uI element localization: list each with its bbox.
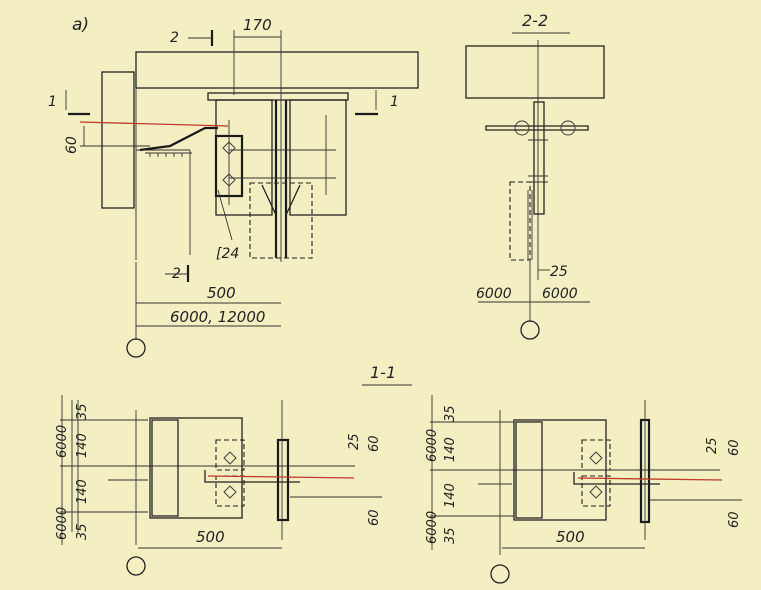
channel-label: [24 <box>216 246 239 262</box>
dim-140-bot-l: 140 <box>75 479 90 504</box>
dim-140-top-l: 140 <box>75 433 90 458</box>
dim-35-top-r: 35 <box>443 405 458 422</box>
dim-60: 60 <box>64 136 80 154</box>
axis-marker-1-1-left <box>126 556 146 576</box>
dim-60-bot-l: 60 <box>367 509 382 526</box>
section-2-2-title: 2-2 <box>522 11 548 30</box>
dim-60-top-r: 60 <box>727 439 742 456</box>
dim-35-bot-l: 35 <box>75 523 90 540</box>
dim-60-top-l: 60 <box>367 435 382 452</box>
dim-140-top-r: 140 <box>443 437 458 462</box>
axis-marker-1-1-right <box>490 564 510 584</box>
dim-35-bot-r: 35 <box>443 527 458 544</box>
axis-marker <box>126 338 146 358</box>
section-2-2: 2-2 25 6000 6000 <box>465 11 605 340</box>
cut-2-top: 2 <box>170 30 179 46</box>
dim-140-bot-r: 140 <box>443 483 458 508</box>
dim-25-r: 25 <box>705 437 720 454</box>
dim-6000-top-l: 6000 <box>55 425 70 458</box>
panel-label: а) <box>72 15 89 35</box>
dim-25: 25 <box>550 264 568 280</box>
cut-2-bottom: 2 <box>172 266 181 282</box>
plan-1-1-left: 35 140 140 35 6000 6000 500 25 60 60 <box>55 395 382 576</box>
right-plate <box>289 99 347 216</box>
dim-6000-bot-r: 6000 <box>425 511 440 544</box>
support-bracket <box>139 126 218 152</box>
dim-170: 170 <box>243 16 272 34</box>
left-column <box>101 71 135 209</box>
left-plate <box>215 99 273 216</box>
dim-60-bot-r: 60 <box>727 511 742 528</box>
roof-slab <box>135 51 419 89</box>
beam-flange <box>207 92 349 101</box>
dim-6000-12000: 6000, 12000 <box>170 308 265 326</box>
plate-l <box>149 417 243 519</box>
dim-6000-left: 6000 <box>476 286 512 302</box>
dim-500-r: 500 <box>556 528 585 546</box>
cut-1-left: 1 <box>48 94 57 110</box>
dim-35-top-l: 35 <box>75 403 90 420</box>
slab-2-2 <box>465 45 605 99</box>
dim-25-l: 25 <box>347 433 362 450</box>
view-a-elevation: а) 2 <box>48 15 419 358</box>
dim-6000-bot-l: 6000 <box>55 507 70 540</box>
cut-1-right: 1 <box>390 94 399 110</box>
dim-6000-right: 6000 <box>542 286 578 302</box>
dim-6000-top-r: 6000 <box>425 429 440 462</box>
axis-marker-2-2 <box>520 320 540 340</box>
dim-500-l: 500 <box>196 528 225 546</box>
plan-1-1-right: 35 140 140 35 6000 6000 500 25 60 60 <box>425 395 742 584</box>
section-1-1-title: 1-1 <box>370 363 396 382</box>
plate-r <box>513 419 607 521</box>
dim-500-a: 500 <box>207 284 236 302</box>
